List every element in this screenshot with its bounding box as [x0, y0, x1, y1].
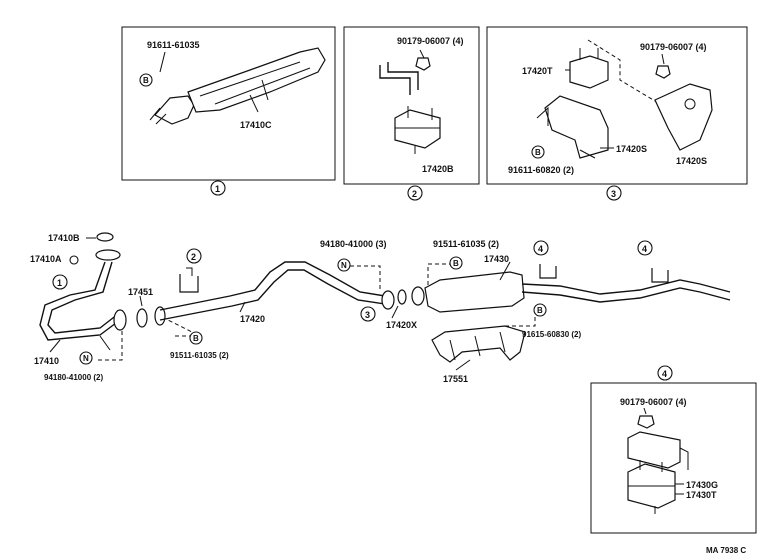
- figure-code: MA 7938 C: [706, 546, 746, 555]
- label-91511-61035-2: 91511-61035 (2): [170, 351, 229, 360]
- nut-part-box3: [655, 65, 671, 79]
- label-17420X: 17420X: [386, 320, 417, 330]
- label-17420S-left: 17420S: [616, 144, 647, 154]
- flange-17410A: [95, 249, 121, 261]
- nut-symbol-main: N: [341, 261, 347, 270]
- circled-number-1: [210, 180, 226, 196]
- nut-symbol: N: [83, 354, 89, 363]
- gasket-17410B: [96, 232, 114, 242]
- bracket-box4: [627, 431, 681, 469]
- box-2-number: 2: [412, 189, 417, 199]
- bolt-symbol-main: B: [193, 334, 199, 343]
- heat-insulator-17551: [431, 325, 526, 363]
- intermediate-pipe-17420: [159, 261, 386, 311]
- circled-number-4-main-b: [637, 240, 653, 256]
- detail-box-4: 90179-06007 (4) 17430G 17430T: [590, 382, 757, 534]
- box-3-number: 3: [611, 189, 616, 199]
- label-17420S-right: 17420S: [676, 156, 707, 166]
- label-17430G: 17430G: [686, 480, 718, 490]
- label-17451: 17451: [128, 287, 153, 297]
- label-91611-61035: 91611-61035: [147, 40, 200, 50]
- label-17430T: 17430T: [686, 490, 717, 500]
- bolt-symbol-box3: B: [535, 148, 541, 157]
- main-number-4a: 4: [538, 244, 543, 254]
- mount-17420B: [394, 109, 441, 149]
- label-17410: 17410: [34, 356, 59, 366]
- bracket-part: [379, 62, 419, 95]
- label-91615-60830: 91615-60830 (2): [522, 330, 581, 339]
- circled-number-4-main-a: [533, 240, 549, 256]
- main-number-3: 3: [365, 310, 370, 320]
- nut-part-box4: [637, 415, 655, 429]
- label-90179-06007-box4: 90179-06007 (4): [620, 397, 687, 407]
- bolt-symbol-top: B: [453, 259, 459, 268]
- label-17420T: 17420T: [522, 66, 553, 76]
- bolt-callout-box3: [531, 145, 545, 159]
- label-17420B: 17420B: [422, 164, 454, 174]
- detail-box-2: 90179-06007 (4) 17420B: [343, 26, 480, 185]
- gasket-17420X: [397, 289, 407, 305]
- label-17430: 17430: [484, 254, 509, 264]
- muffler-17430: [424, 271, 525, 313]
- circled-number-1-main: [52, 274, 68, 290]
- nut-part: [415, 57, 431, 71]
- bolt-callout-right: [533, 303, 547, 317]
- circled-number-3-main: [360, 306, 376, 322]
- circled-number-4: [657, 365, 673, 381]
- bolt-symbol-right: B: [537, 306, 543, 315]
- box-4-number: 4: [662, 369, 667, 379]
- main-number-1: 1: [57, 278, 62, 288]
- label-94180-41000-3: 94180-41000 (3): [320, 239, 387, 249]
- box-1-number: 1: [215, 184, 220, 194]
- circled-number-3: [606, 185, 622, 201]
- circled-number-2-main: [186, 248, 202, 264]
- label-91611-60820: 91611-60820 (2): [508, 165, 574, 175]
- hanger-4b: [651, 268, 669, 283]
- label-17410A: 17410A: [30, 254, 62, 264]
- heat-shield-17410C: [187, 47, 326, 113]
- main-number-4b: 4: [642, 244, 647, 254]
- bolt-symbol: B: [143, 76, 149, 85]
- hanger-2: [179, 274, 199, 293]
- tail-pipe: [521, 279, 731, 295]
- label-90179-06007-box3: 90179-06007 (4): [640, 42, 707, 52]
- label-17551: 17551: [443, 374, 468, 384]
- label-90179-06007-box2: 90179-06007 (4): [397, 36, 464, 46]
- bolt-callout-top: [449, 256, 463, 270]
- main-number-2: 2: [191, 252, 196, 262]
- label-17420: 17420: [240, 314, 265, 324]
- circled-number-2: [407, 185, 423, 201]
- label-91511-61035-top: 91511-61035 (2): [433, 239, 499, 249]
- mount-17420T: [569, 55, 609, 89]
- label-94180-41000-2: 94180-41000 (2): [44, 373, 103, 382]
- detail-box-1: 91611-61035 B 17410C: [121, 26, 336, 181]
- nut-callout-main: [337, 258, 351, 272]
- bolt-callout: [139, 73, 153, 87]
- exhaust-assembly: [39, 232, 731, 371]
- front-pipe: [39, 261, 121, 341]
- hanger-4a: [539, 264, 557, 279]
- nut-callout: [79, 351, 93, 365]
- bolt-callout-main: [189, 331, 203, 345]
- label-17410B: 17410B: [48, 233, 80, 243]
- label-17410C: 17410C: [240, 120, 272, 130]
- detail-box-3: 90179-06007 (4) 17420T 17420S B 91611-60…: [486, 26, 748, 185]
- plate-17420S: [654, 83, 713, 151]
- bracket-17420S: [544, 95, 609, 159]
- gasket-17451: [136, 308, 148, 328]
